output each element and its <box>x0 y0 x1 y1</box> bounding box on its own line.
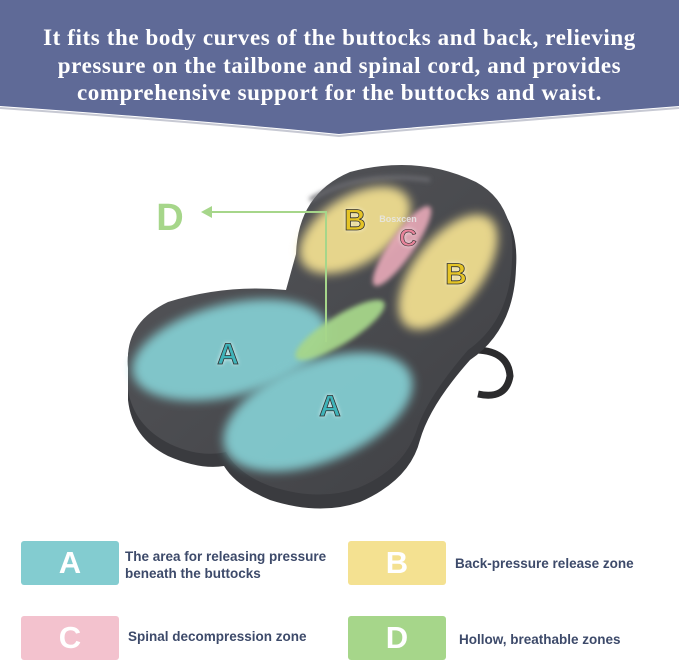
svg-text:C: C <box>399 225 416 252</box>
zone-d-pointer <box>212 211 327 342</box>
legend-item-b: B Back-pressure release zone <box>340 540 679 590</box>
svg-text:A: A <box>217 338 239 371</box>
banner-shape <box>0 0 679 138</box>
zone-a-left-letter: A <box>217 338 239 371</box>
zone-a-right-letter: A <box>319 390 341 423</box>
svg-text:A: A <box>319 390 341 423</box>
legend-swatch-a: A <box>21 541 119 585</box>
zone-a-right <box>223 352 413 472</box>
zone-b-left-letter: B <box>344 204 366 237</box>
legend-label-c: Spinal decompression zone <box>128 629 307 644</box>
top-banner: It fits the body curves of the buttocks … <box>0 0 679 150</box>
svg-text:B: B <box>445 258 467 291</box>
zone-d-letter: D <box>156 197 183 239</box>
zone-c-letter: C <box>399 225 416 252</box>
legend-swatch-c: C <box>21 616 119 660</box>
zone-c-spine <box>372 206 432 286</box>
legend-swatch-b: B <box>348 541 446 585</box>
legend-label-a: The area for releasing pressure beneath … <box>125 549 327 581</box>
legend-item-c: C Spinal decompression zone <box>0 616 340 662</box>
legend-label-d: Hollow, breathable zones <box>459 632 621 647</box>
zone-b-right-letter: B <box>445 258 467 291</box>
legend-label-b: Back-pressure release zone <box>455 556 634 571</box>
zone-b-left <box>299 186 411 274</box>
zone-d-hollow <box>295 299 385 361</box>
brand-mark: Bosxcen <box>379 214 417 224</box>
zone-b-right <box>398 214 498 330</box>
legend-item-a: A The area for releasing pressure beneat… <box>0 540 340 590</box>
zone-letters: D B B B B C C Bosxcen A A A A <box>156 197 467 423</box>
svg-text:B: B <box>344 204 366 237</box>
banner-headline: It fits the body curves of the buttocks … <box>43 25 636 105</box>
strap <box>467 346 514 399</box>
legend-item-d: D Hollow, breathable zones <box>340 616 679 662</box>
legend-swatch-d: D <box>348 616 446 660</box>
cushion-illustration: D B B B B C C Bosxcen A A A A <box>0 150 679 530</box>
cushion-drawing <box>127 164 517 509</box>
